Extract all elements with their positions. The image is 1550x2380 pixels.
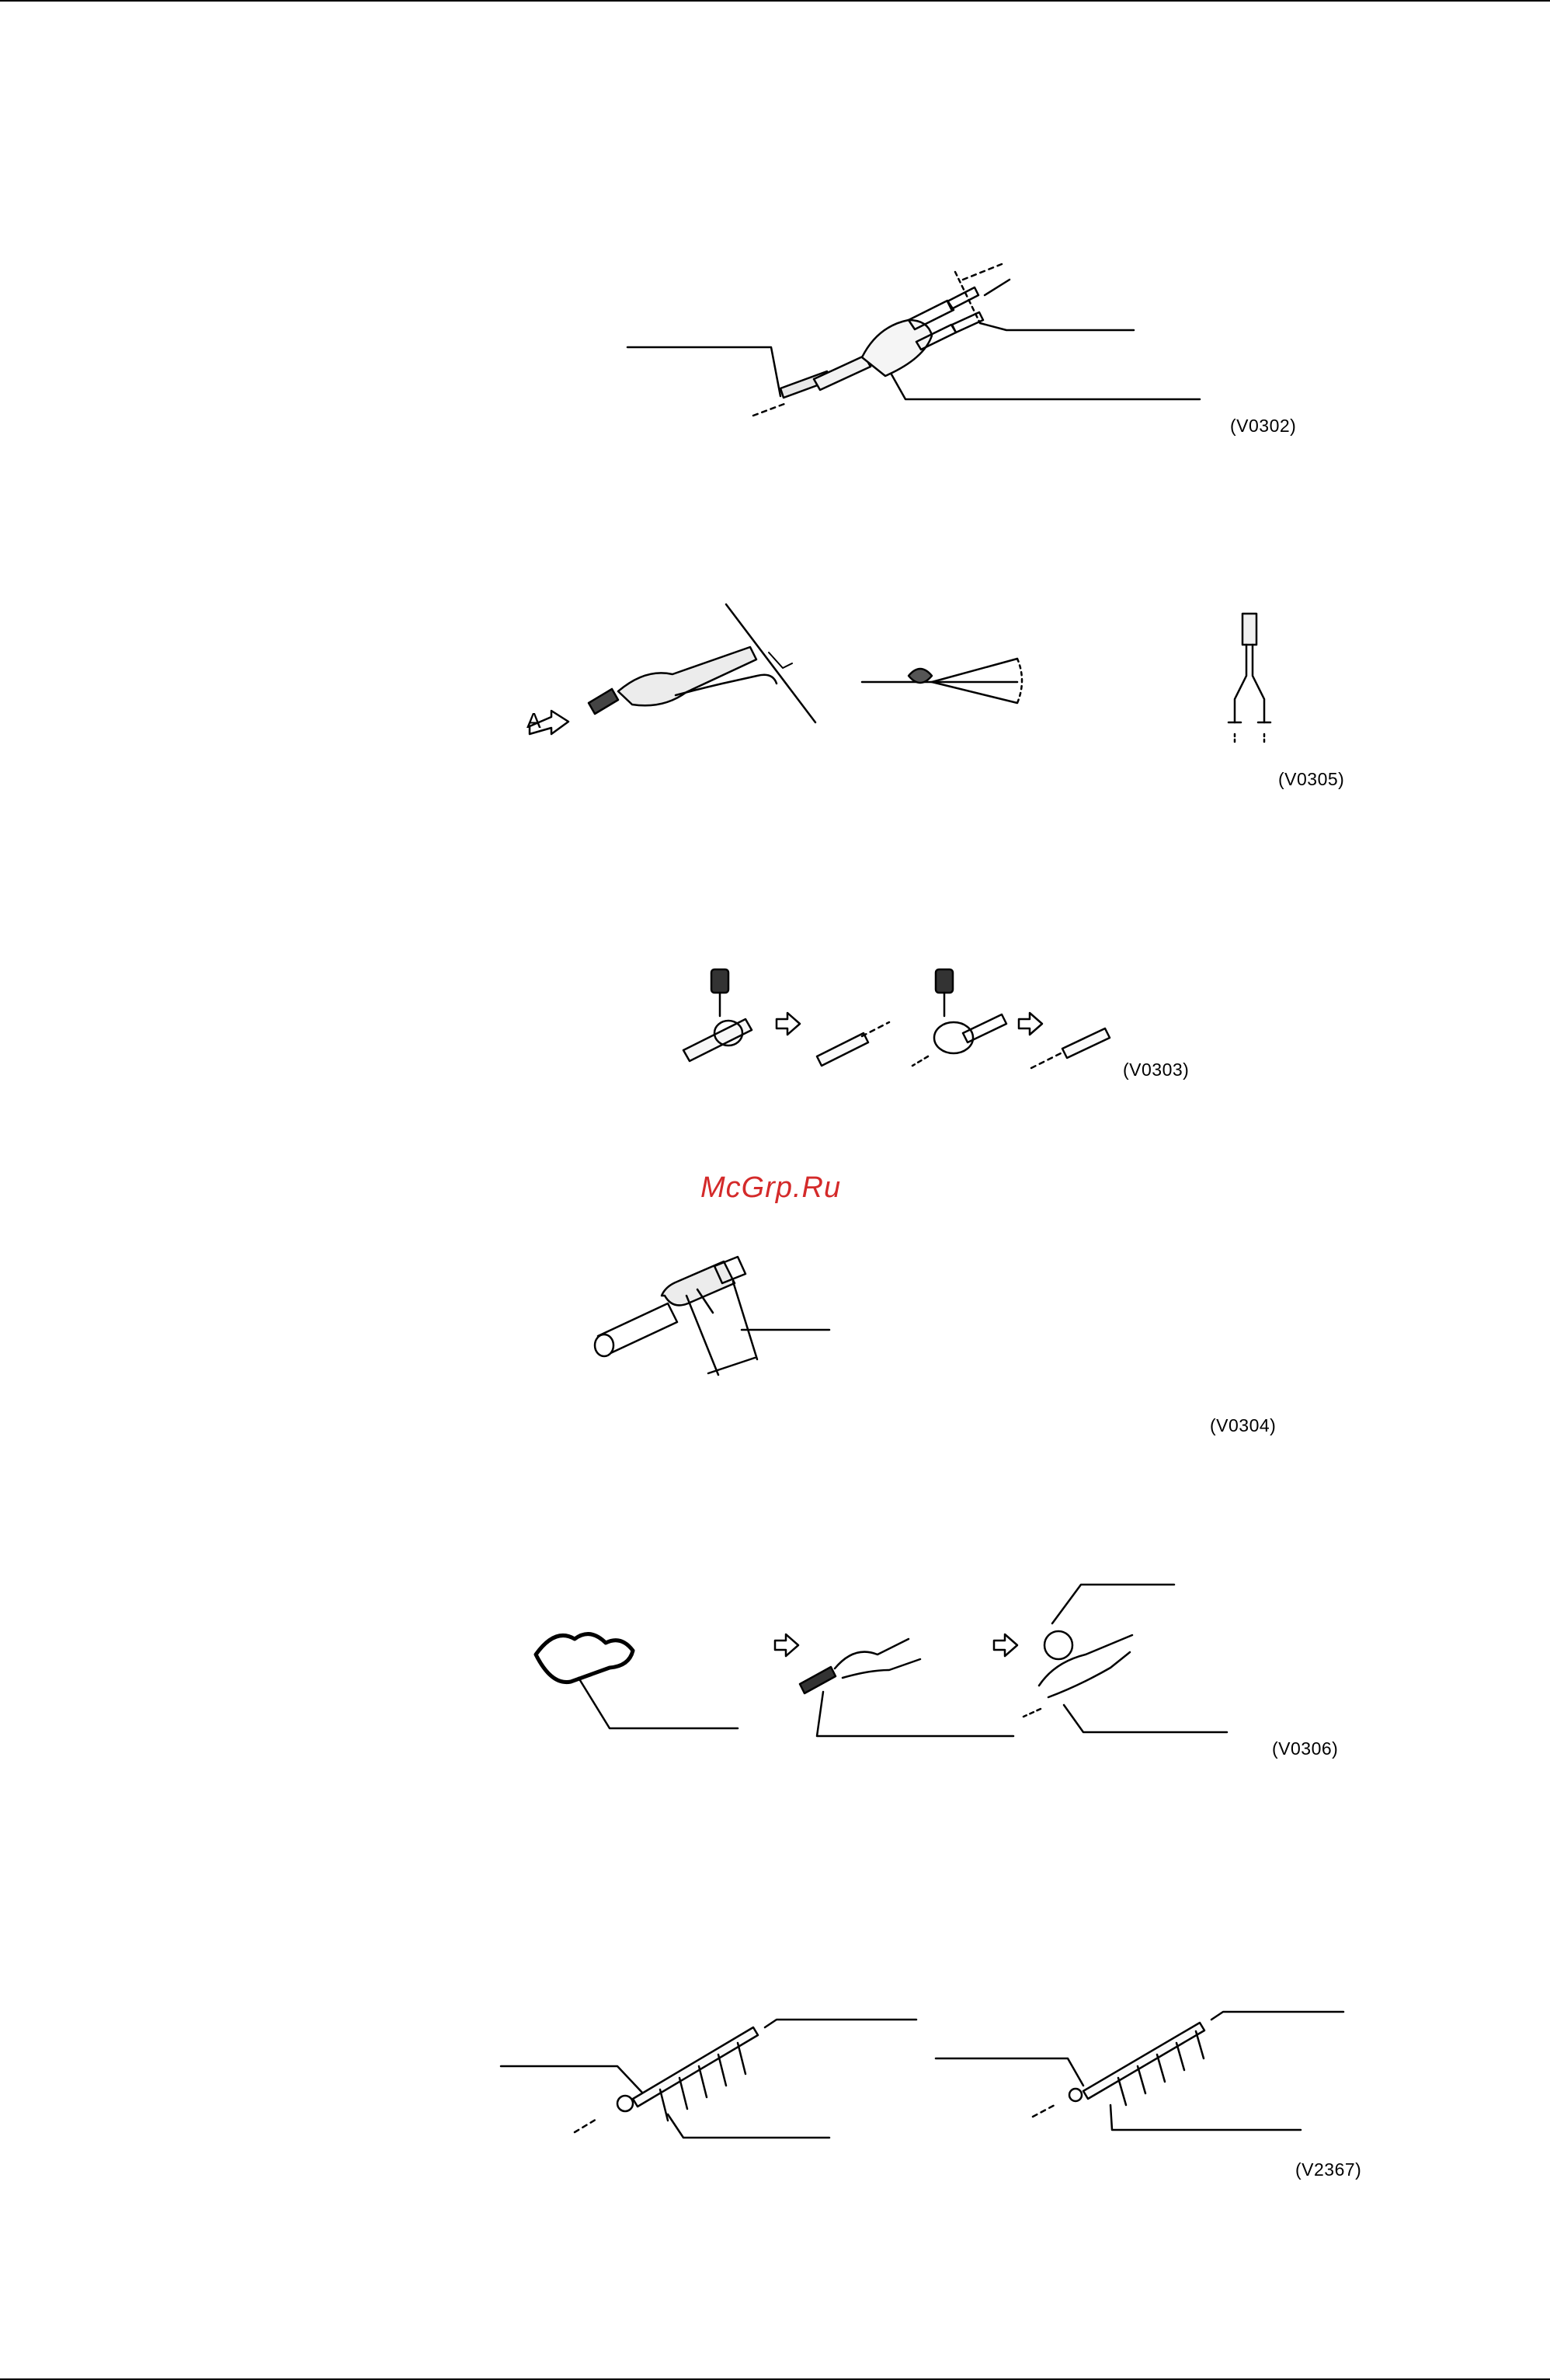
figure-5-code: (V0306) <box>1272 1738 1338 1759</box>
figure-5-joint-forming <box>536 1585 1227 1736</box>
figure-6-header-branches <box>501 2012 1343 2138</box>
figure-4-code: (V0304) <box>1210 1415 1276 1436</box>
figure-2-branch-angle <box>530 604 1270 745</box>
figure-1-code: (V0302) <box>1230 416 1296 437</box>
figure-4-pipe-dimension <box>595 1257 829 1375</box>
figure-2-arrow-label: A <box>527 708 541 733</box>
watermark: McGrp.Ru <box>700 1171 841 1205</box>
figure-2-code: (V0305) <box>1278 769 1344 790</box>
figure-1-refnet-joint <box>627 264 1200 416</box>
figure-6-code: (V2367) <box>1295 2159 1361 2180</box>
figure-3-code: (V0303) <box>1123 1060 1189 1080</box>
figure-3-cutting-steps <box>683 969 1110 1068</box>
